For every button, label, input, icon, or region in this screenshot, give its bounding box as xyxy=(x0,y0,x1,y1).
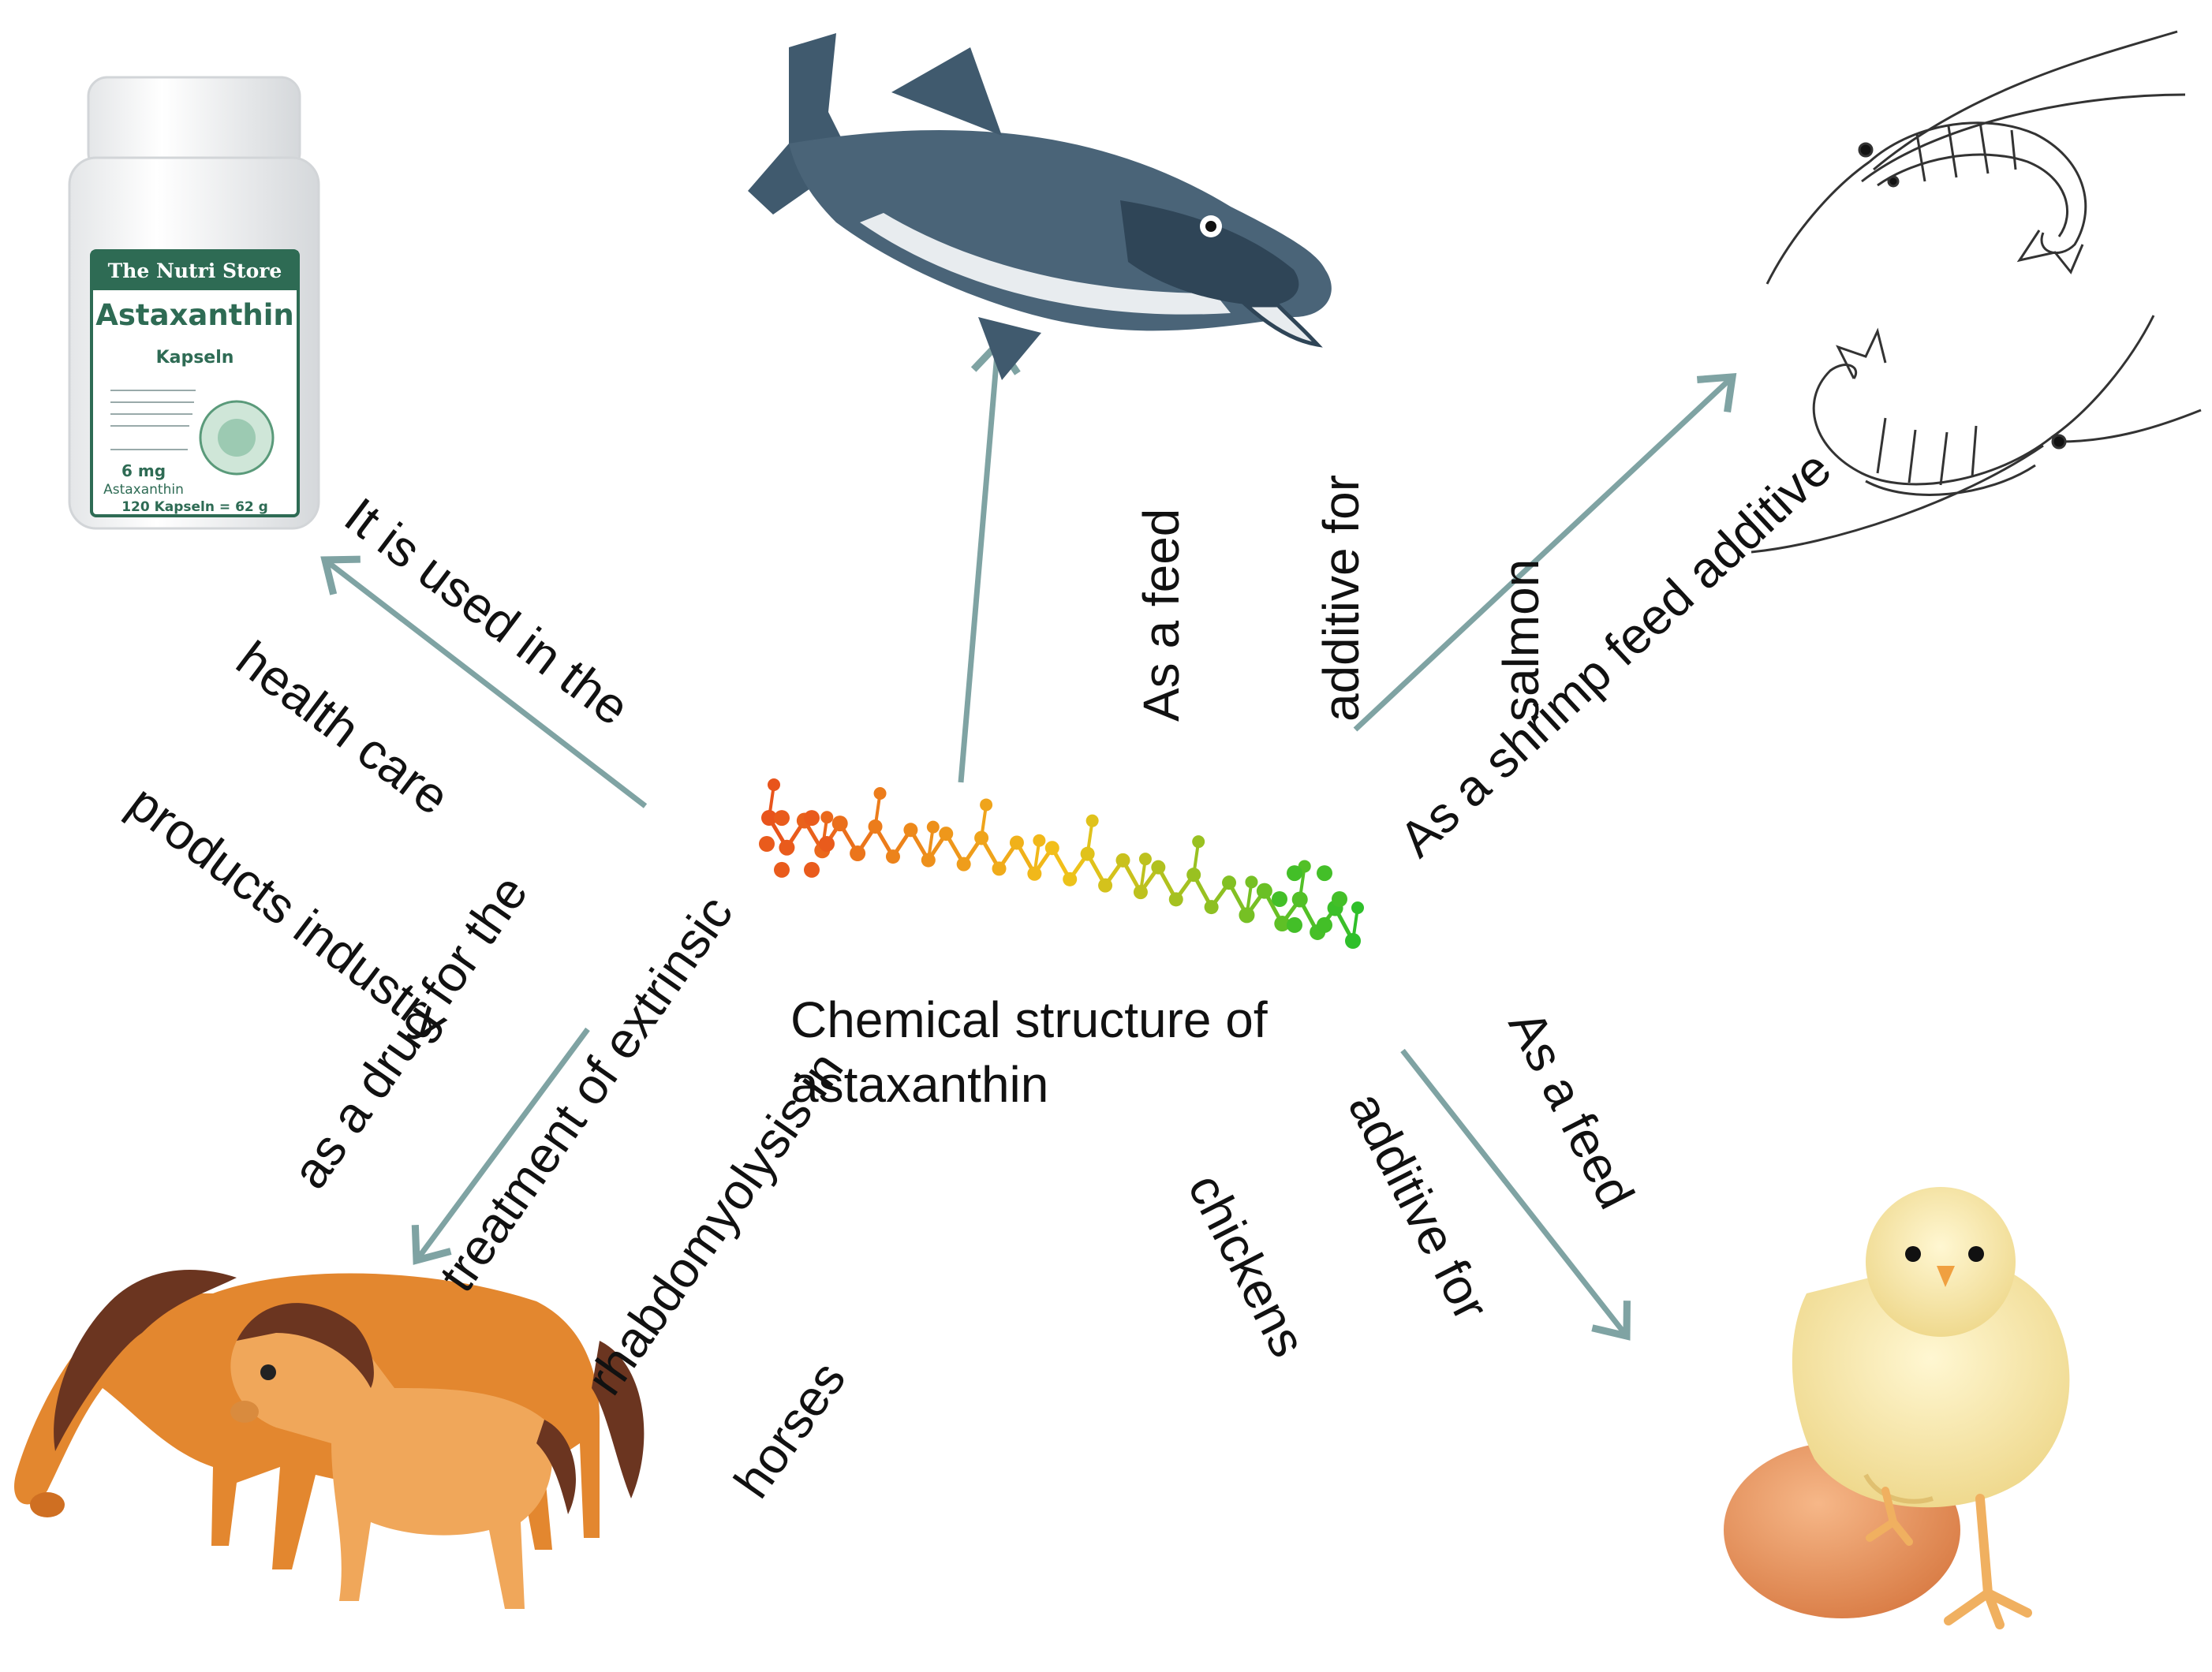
molecule-atom xyxy=(1345,933,1361,949)
molecule-atom xyxy=(1085,814,1099,827)
molecule-caption: Chemical structure of astaxanthin xyxy=(790,987,1268,1117)
bottle-product-name: Astaxanthin xyxy=(95,298,294,332)
molecule-atom xyxy=(1222,875,1237,890)
arrow-to-health-products xyxy=(320,555,648,808)
molecule-atom xyxy=(1274,916,1291,932)
molecule-atom xyxy=(926,820,940,834)
molecule-atom xyxy=(1351,901,1364,914)
molecule-atom xyxy=(1027,866,1042,881)
arrow-to-horses xyxy=(411,1027,590,1265)
molecule-atom xyxy=(761,810,777,826)
molecule-atom xyxy=(1080,846,1095,861)
molecule-atom xyxy=(1098,878,1113,893)
bottle-brand: The Nutri Store xyxy=(108,259,282,282)
molecule-atom xyxy=(921,853,936,868)
horse-foal-icon xyxy=(230,1303,576,1609)
molecule-atom xyxy=(974,830,989,845)
label-chickens-line-2: additive for xyxy=(1337,1083,1500,1330)
salmon-icon xyxy=(748,33,1332,380)
label-salmon-line-1: As a feed xyxy=(1133,508,1190,722)
molecule-atom xyxy=(1256,883,1272,899)
molecule-atom xyxy=(820,811,834,824)
molecule-atom xyxy=(868,819,883,834)
molecule-atom xyxy=(1291,891,1308,908)
bottle-dose-label: Astaxanthin xyxy=(103,482,184,498)
molecule-atom xyxy=(1138,853,1152,866)
molecule-ring-atom xyxy=(1332,891,1347,907)
label-chickens-line-1: As a feed xyxy=(1497,1001,1646,1218)
molecule-ring-atom xyxy=(1317,865,1332,882)
arrow-to-chickens xyxy=(1400,1048,1631,1341)
molecule-atom xyxy=(903,823,918,838)
molecule-atom xyxy=(1009,835,1024,850)
bottle-count: 120 Kapseln = 62 g xyxy=(121,499,268,515)
bottle-dose: 6 mg xyxy=(121,461,166,480)
molecule-atom xyxy=(1151,860,1166,875)
molecule-ring-atom xyxy=(804,810,820,827)
shrimp-icon-lower xyxy=(1751,315,2202,554)
supplement-bottle: The Nutri Store Astaxanthin Kapseln 6 mg… xyxy=(68,76,320,530)
molecule-atom xyxy=(1044,841,1059,856)
molecule-ring-atom xyxy=(1287,865,1302,882)
molecule-caption-line-1: Chemical structure of xyxy=(790,991,1268,1048)
molecule-caption-line-2: astaxanthin xyxy=(790,1056,1049,1113)
molecule-atom xyxy=(873,787,887,801)
arrows xyxy=(320,338,1737,1341)
astaxanthin-molecule xyxy=(759,778,1364,949)
molecule-atom xyxy=(992,861,1007,876)
molecule-ring-atom xyxy=(1272,891,1287,907)
molecule-atom xyxy=(1063,871,1078,886)
molecule-atom xyxy=(956,857,971,871)
molecule-atom xyxy=(885,849,900,864)
molecule-atom xyxy=(939,827,954,842)
molecule-atom xyxy=(1245,875,1258,889)
shrimp-icon-upper xyxy=(1765,30,2186,285)
arrow-to-salmon xyxy=(958,338,1021,783)
molecule-atom xyxy=(779,839,795,856)
molecule-atom xyxy=(1133,885,1148,900)
molecule-ring-atom xyxy=(819,836,835,852)
molecule-atom xyxy=(1168,892,1183,907)
molecule-atom xyxy=(850,845,866,862)
molecule-atom xyxy=(1239,907,1255,924)
molecule-atom xyxy=(768,778,780,791)
label-chickens-line-3: chickens xyxy=(1177,1164,1317,1366)
molecule-ring-atom xyxy=(1317,916,1332,933)
molecule-atom xyxy=(1115,853,1130,868)
molecule-ring-atom xyxy=(774,810,790,827)
chick-on-egg-icon xyxy=(1724,1187,2070,1629)
molecule-atom xyxy=(1204,900,1219,915)
molecule-ring-atom xyxy=(774,861,790,878)
molecule-atom xyxy=(980,798,993,812)
molecule-atom xyxy=(1192,835,1205,849)
molecule-ring-atom xyxy=(1287,916,1302,933)
arrow-to-shrimp xyxy=(1353,373,1737,732)
molecule-atom xyxy=(1186,868,1201,883)
molecule-ring-atom xyxy=(804,861,820,878)
molecule-ring-atom xyxy=(759,836,775,852)
molecule-atom xyxy=(1033,834,1046,847)
molecule-atom xyxy=(831,815,848,832)
bottle-product-type: Kapseln xyxy=(156,348,234,368)
